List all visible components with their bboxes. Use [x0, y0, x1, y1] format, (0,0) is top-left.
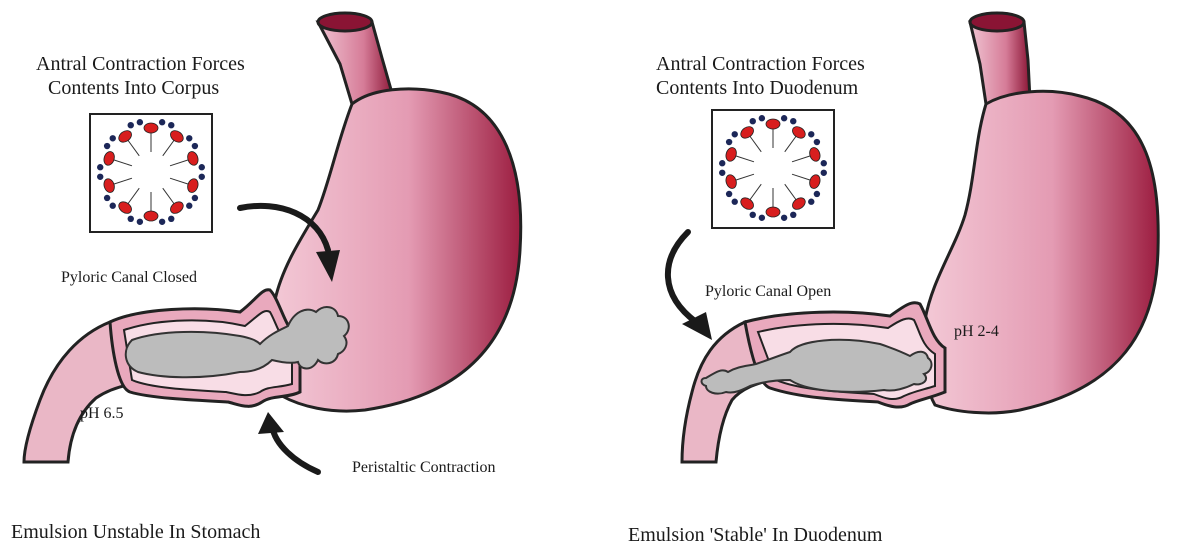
lipid-blob	[159, 219, 165, 225]
lipid-blob	[732, 131, 738, 137]
lipid-blob	[821, 170, 827, 176]
right-title: Antral Contraction Forces Contents Into …	[656, 52, 865, 100]
lipid-blob	[186, 135, 192, 141]
left-arrow-peristaltic	[272, 426, 318, 472]
lipid-blob	[168, 216, 174, 222]
lipid-blob	[104, 195, 110, 201]
right-stomach-body	[923, 91, 1158, 413]
lipid-blob	[110, 135, 116, 141]
lipid-blob	[137, 219, 143, 225]
lipid-head-icon	[766, 119, 780, 129]
lipid-blob	[192, 195, 198, 201]
lipid-blob	[97, 174, 103, 180]
lipid-blob	[750, 212, 756, 218]
lipid-blob	[759, 115, 765, 121]
lipid-blob	[719, 170, 725, 176]
lipid-blob	[759, 215, 765, 221]
lipid-blob	[104, 143, 110, 149]
lipid-blob	[781, 215, 787, 221]
lipid-blob	[790, 212, 796, 218]
lipid-head-icon	[144, 123, 158, 133]
right-title-line1: Antral Contraction Forces	[656, 52, 865, 76]
lipid-blob	[814, 139, 820, 145]
left-esophagus-opening	[318, 13, 372, 31]
left-ph-label: pH 6.5	[80, 404, 124, 424]
left-title-line2: Contents Into Corpus	[36, 76, 245, 100]
lipid-blob	[128, 122, 134, 128]
left-title-line1: Antral Contraction Forces	[36, 52, 245, 76]
left-pylorus-label: Pyloric Canal Closed	[61, 268, 197, 288]
right-arrow-duodenum	[668, 232, 696, 322]
lipid-blob	[808, 131, 814, 137]
left-title: Antral Contraction Forces Contents Into …	[36, 52, 245, 100]
right-pylorus-label: Pyloric Canal Open	[705, 282, 831, 302]
lipid-blob	[159, 119, 165, 125]
right-title-line2: Contents Into Duodenum	[656, 76, 865, 100]
lipid-blob	[168, 122, 174, 128]
right-caption: Emulsion 'Stable' In Duodenum	[628, 523, 882, 547]
left-arrow-peristaltic-head	[258, 412, 284, 434]
lipid-blob	[199, 174, 205, 180]
lipid-head-icon	[766, 207, 780, 217]
right-ph-label: pH 2-4	[954, 322, 999, 342]
lipid-blob	[110, 203, 116, 209]
lipid-blob	[808, 199, 814, 205]
lipid-blob	[726, 191, 732, 197]
lipid-blob	[186, 203, 192, 209]
left-caption: Emulsion Unstable In Stomach	[11, 520, 260, 544]
lipid-blob	[199, 164, 205, 170]
lipid-blob	[732, 199, 738, 205]
right-esophagus-opening	[970, 13, 1024, 31]
lipid-head-icon	[144, 211, 158, 221]
lipid-blob	[128, 216, 134, 222]
lipid-blob	[790, 118, 796, 124]
lipid-blob	[137, 119, 143, 125]
lipid-blob	[726, 139, 732, 145]
lipid-blob	[719, 160, 725, 166]
lipid-blob	[97, 164, 103, 170]
lipid-blob	[781, 115, 787, 121]
left-contraction-label: Peristaltic Contraction	[352, 458, 496, 478]
lipid-blob	[192, 143, 198, 149]
lipid-blob	[750, 118, 756, 124]
lipid-blob	[814, 191, 820, 197]
lipid-blob	[821, 160, 827, 166]
